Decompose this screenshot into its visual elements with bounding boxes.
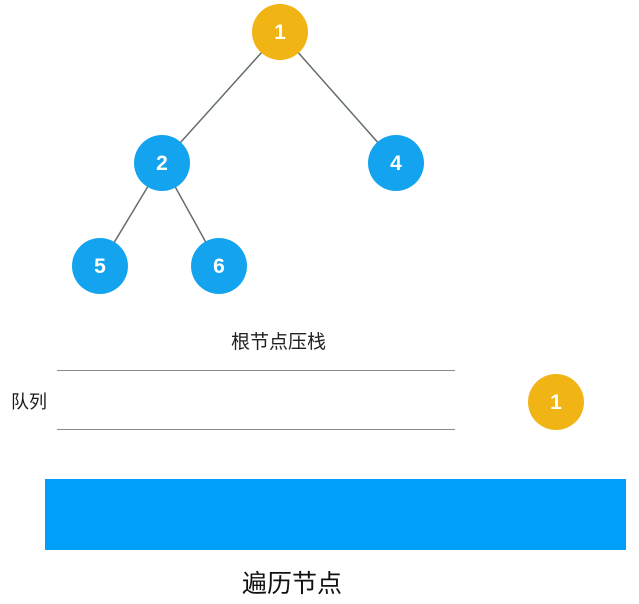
queue-bottom-line [57, 429, 455, 430]
tree-node-2: 2 [134, 135, 190, 191]
queue-token-node-1: 1 [528, 374, 584, 430]
tree-node-6: 6 [191, 238, 247, 294]
traverse-caption: 遍历节点 [242, 570, 343, 598]
queue-top-line [57, 370, 455, 371]
queue-label: 队列 [11, 392, 47, 412]
tree-node-1: 1 [252, 4, 308, 60]
tree-node-5: 5 [72, 238, 128, 294]
traversal-result-bar [45, 479, 626, 550]
stack-note-label: 根节点压栈 [231, 332, 327, 353]
tree-node-4: 4 [368, 135, 424, 191]
